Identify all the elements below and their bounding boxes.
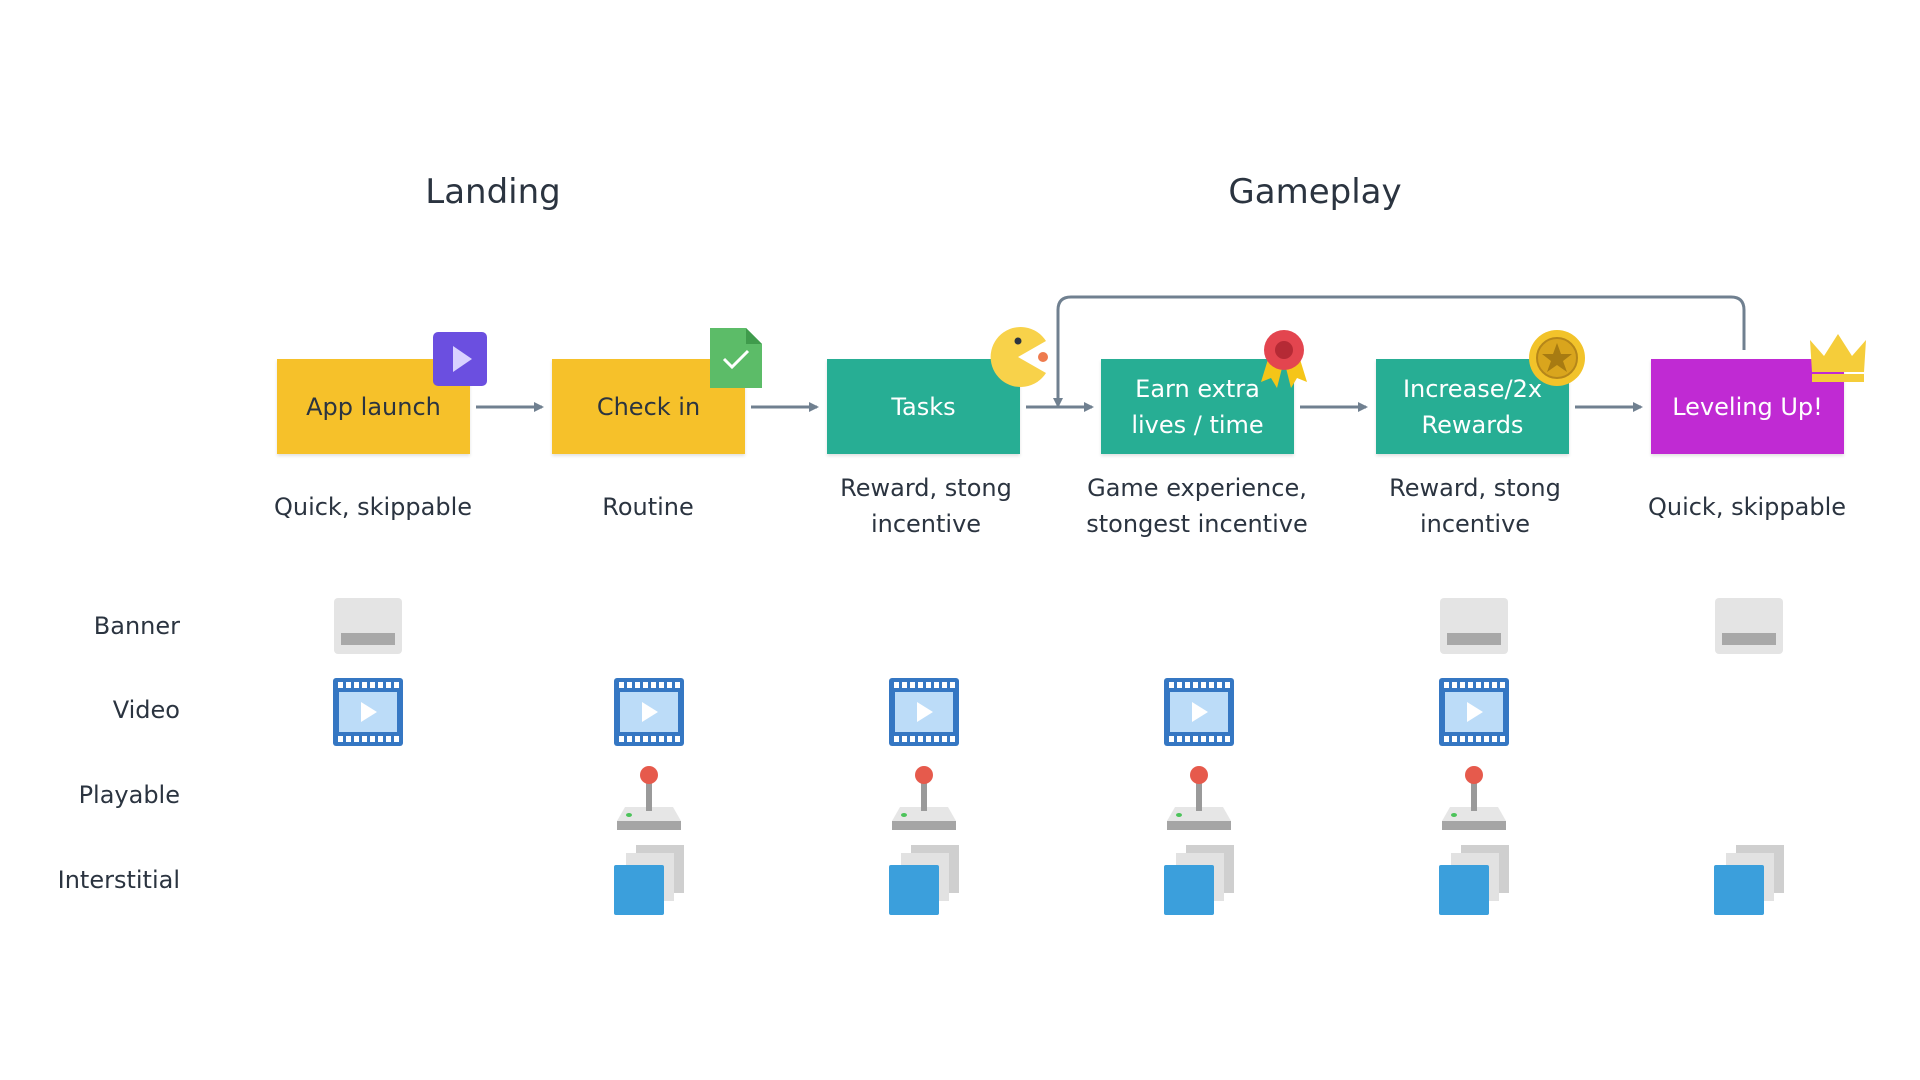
crown-icon [1810,334,1866,382]
joystick-icon [1442,766,1506,830]
banner-icon [1440,598,1508,654]
row-label-interstitial: Interstitial [57,866,180,894]
row-label-banner: Banner [93,612,180,640]
joystick-icon [892,766,956,830]
joystick-icon [617,766,681,830]
play-icon [433,332,487,386]
row-label-playable: Playable [78,781,180,809]
film-strip-icon [1439,678,1509,746]
pacman-icon [990,327,1048,387]
caption-earn-extra-lives-time: Game experience, stongest incentive [1086,474,1308,538]
film-strip-icon [1164,678,1234,746]
film-strip-icon [889,678,959,746]
film-strip-icon [614,678,684,746]
banner-icon [334,598,402,654]
interstitial-icon [889,845,959,915]
banner-icon [1715,598,1783,654]
node-app-launch: App launch [277,359,470,454]
check-document-icon [710,328,762,388]
star-coin-icon [1529,330,1585,386]
ribbon-award-icon [1261,330,1307,388]
section-title-landing: Landing [425,172,561,212]
caption-tasks: Reward, stong incentive [840,474,1012,538]
caption-app-launch: Quick, skippable [273,493,473,521]
film-strip-icon [333,678,403,746]
section-title-gameplay: Gameplay [1228,172,1402,212]
loop-arrow-levelup-to-earn [1053,295,1746,408]
node-earn-extra-lives-time: Earn extra lives / time [1101,359,1294,454]
joystick-icon [1167,766,1231,830]
interstitial-icon [1714,845,1784,915]
interstitial-icon [614,845,684,915]
caption-check-in: Routine [602,493,694,521]
interstitial-icon [1164,845,1234,915]
node-tasks: Tasks [827,359,1020,454]
interstitial-icon [1439,845,1509,915]
caption-leveling-up: Quick, skippable [1647,493,1847,521]
caption-increase-2x-rewards: Reward, stong incentive [1389,474,1561,538]
row-label-video: Video [112,696,180,724]
node-leveling-up: Leveling Up! [1651,359,1844,454]
